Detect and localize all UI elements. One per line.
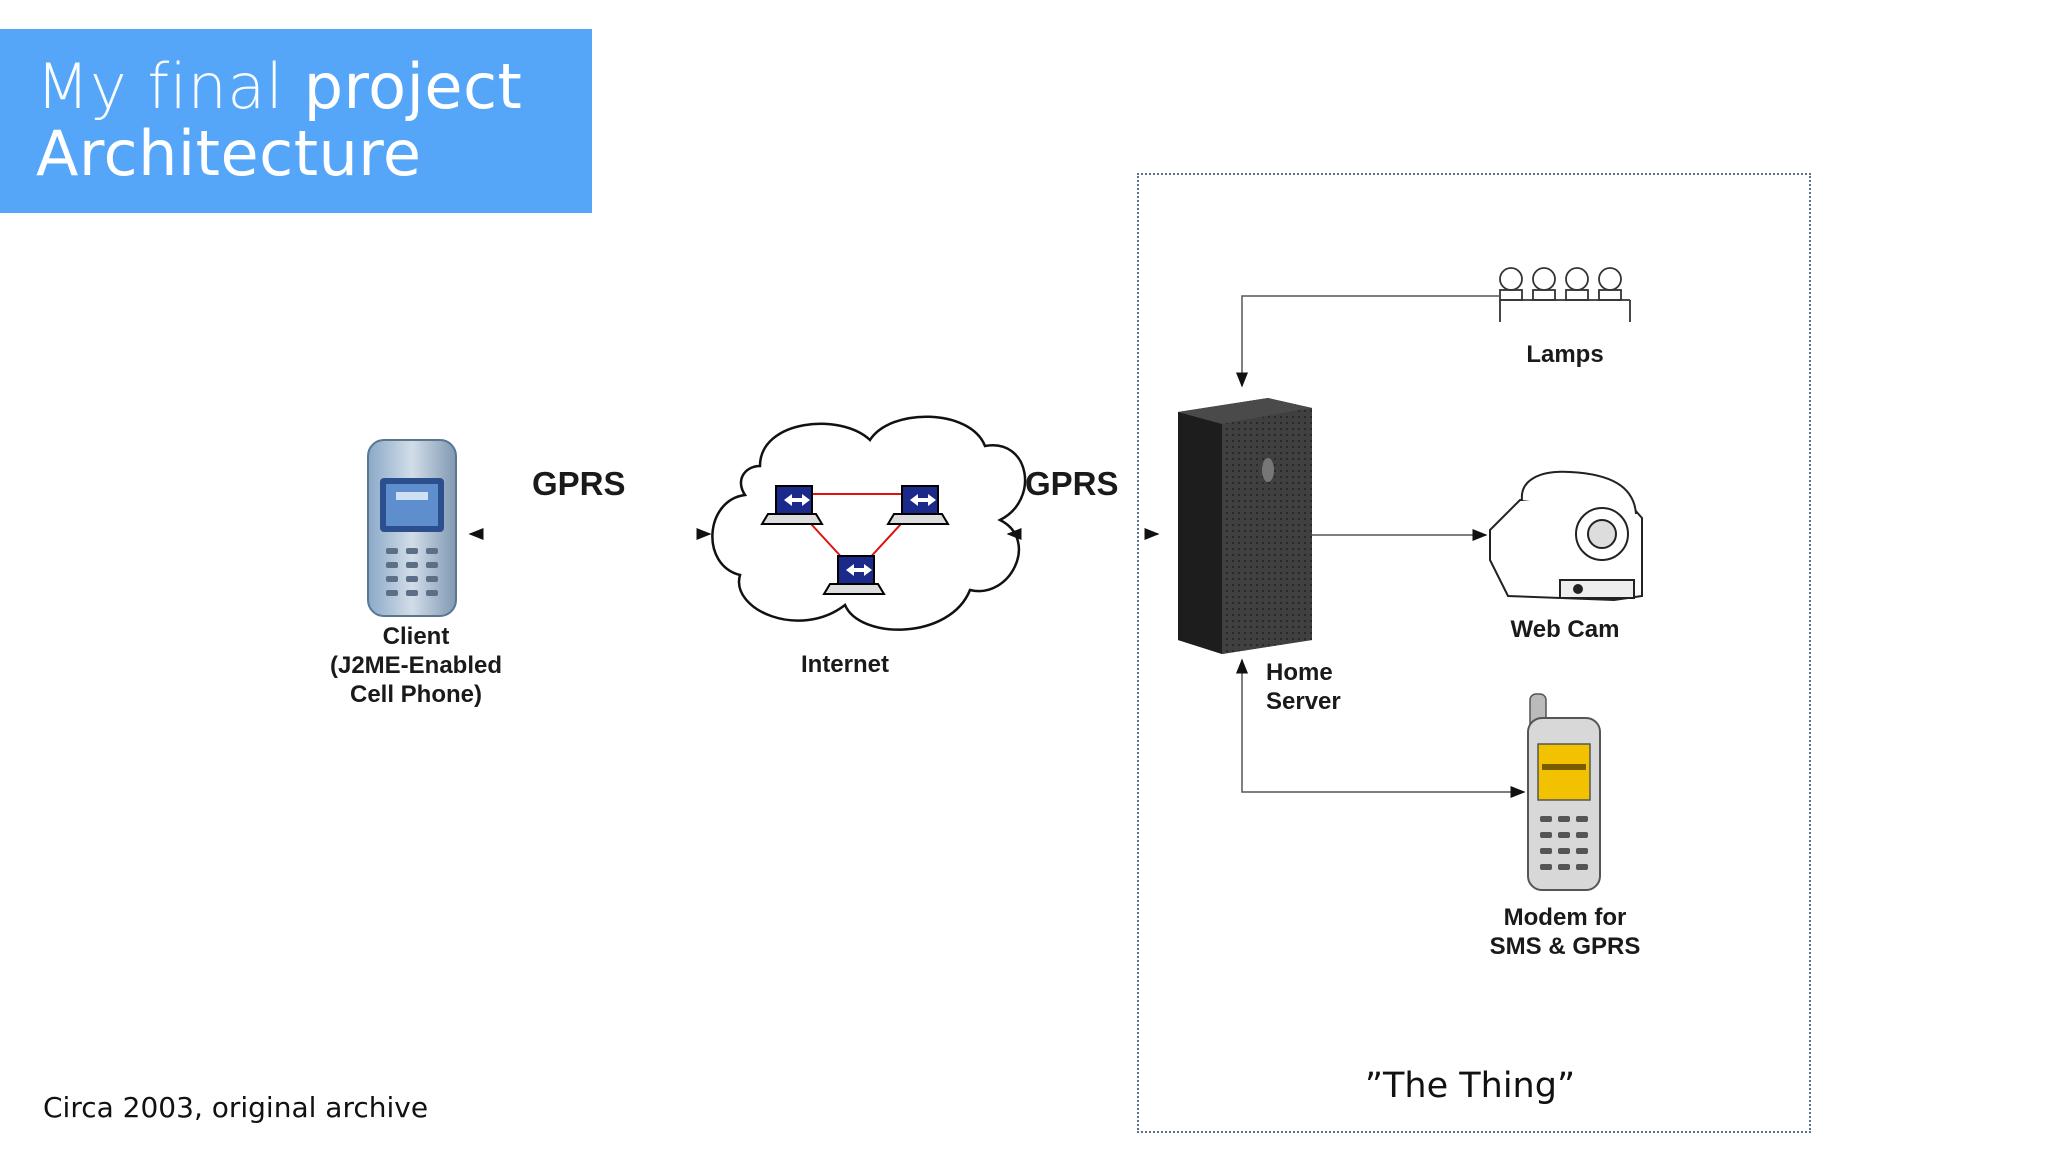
internet-cloud-icon <box>711 415 1027 631</box>
lamps-icon <box>1499 267 1631 322</box>
connector-lamps-server <box>1236 295 1500 388</box>
modem-label-line-2: SMS & GPRS <box>1489 933 1641 960</box>
client-label-line-1: Client <box>382 623 450 650</box>
lamps-label: Lamps <box>1526 341 1604 368</box>
laptop-icon-3 <box>822 555 886 595</box>
the-thing-boundary <box>1137 173 1811 1133</box>
client-phone-icon <box>367 439 457 617</box>
gprs-label-right: GPRS <box>1025 465 1119 502</box>
slide-title-line-2: Architecture <box>36 117 422 190</box>
internet-label: Internet <box>800 651 889 678</box>
home-server-label-line-2: Server <box>1266 688 1341 715</box>
slide-title-line-1: My final project <box>36 50 522 123</box>
webcam-label: Web Cam <box>1510 616 1620 643</box>
gprs-label-left: GPRS <box>532 465 626 502</box>
title-banner <box>0 29 592 213</box>
footer-note: Circa 2003, original archive <box>43 1091 429 1124</box>
home-server-label-line-1: Home <box>1266 659 1333 686</box>
laptop-icon-1 <box>760 485 824 525</box>
modem-label-line-1: Modem for <box>1503 904 1627 931</box>
laptop-icon-2 <box>886 485 950 525</box>
the-thing-label: ”The Thing” <box>1364 1066 1576 1106</box>
home-server-label: Home Server <box>1266 658 1341 716</box>
client-label-line-3: Cell Phone) <box>349 681 482 708</box>
title-word: project <box>303 50 523 123</box>
title-word-light: My final <box>36 50 284 123</box>
webcam-icon <box>1489 470 1643 602</box>
client-label-line-2: (J2ME-Enabled <box>329 652 503 679</box>
home-server-icon <box>1178 398 1312 654</box>
modem-label: Modem for SMS & GPRS <box>1465 903 1665 961</box>
modem-phone-icon <box>1527 693 1601 891</box>
client-label: Client (J2ME-Enabled Cell Phone) <box>316 622 516 709</box>
connector-server-modem <box>1236 658 1526 798</box>
